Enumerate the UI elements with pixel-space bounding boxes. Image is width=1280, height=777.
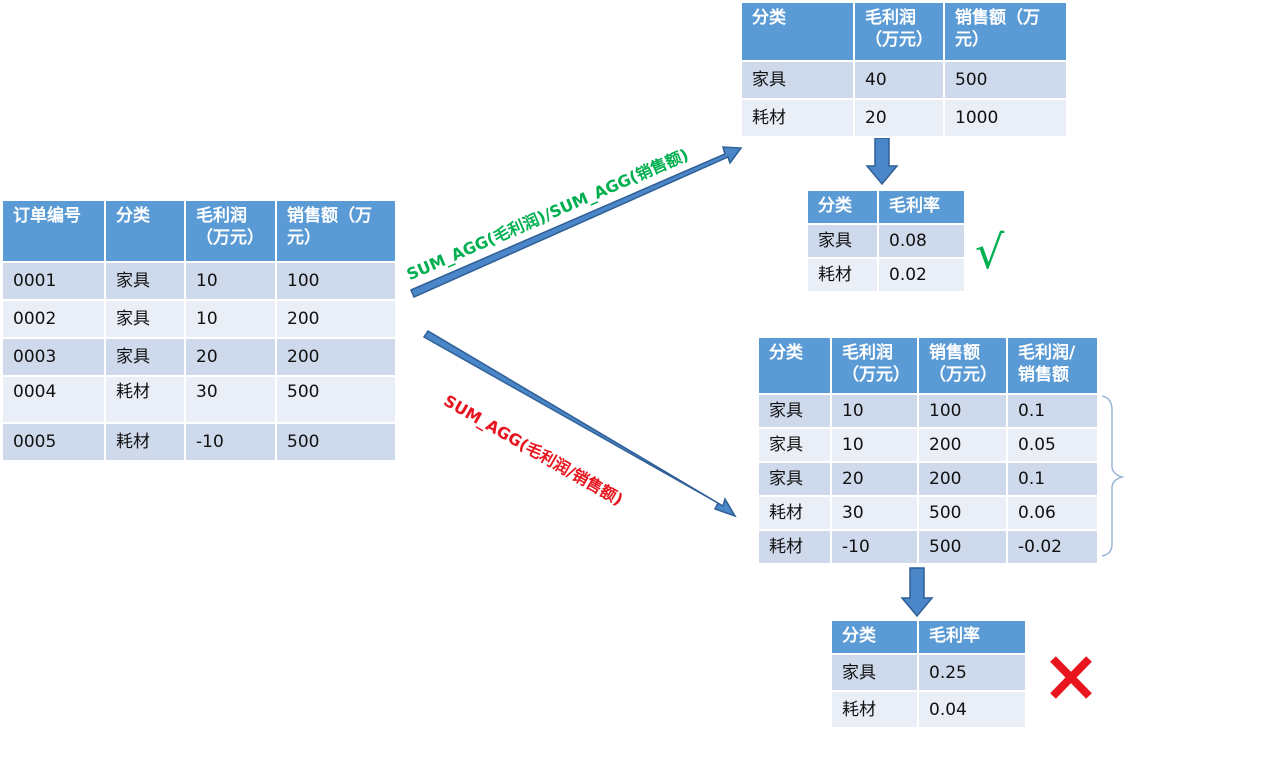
cell-gross-profit: 10 [830, 427, 919, 463]
arrow-down-to-wrong-result [900, 567, 934, 618]
cell-gross-profit: 20 [853, 98, 945, 138]
cell-order-id: 0005 [1, 422, 106, 462]
cell-gross-profit: 20 [830, 461, 919, 497]
arrow-to-sum-table [410, 146, 743, 298]
cell-category: 家具 [104, 261, 186, 301]
cell-sales: 200 [275, 337, 397, 377]
cell-category: 家具 [830, 653, 919, 692]
cell-category: 家具 [757, 461, 832, 497]
cell-category: 家具 [104, 299, 186, 339]
correct-result-table: 分类 毛利率 家具 0.08 耗材 0.02 [806, 189, 966, 293]
wrong-result-table: 分类 毛利率 家具 0.25 耗材 0.04 [830, 619, 1027, 729]
cell-category: 家具 [757, 393, 832, 429]
cell-order-id: 0001 [1, 261, 106, 301]
cell-gross-profit: 20 [184, 337, 277, 377]
cell-category: 耗材 [806, 257, 879, 293]
cell-category: 耗材 [104, 422, 186, 462]
source-table: 订单编号 分类 毛利润（万元） 销售额（万元） 0001 家具 10 100 0… [1, 199, 397, 462]
cell-sales: 500 [917, 529, 1008, 565]
table-row: 耗材 30 500 0.06 [757, 495, 1099, 531]
header-sales: 销售额（万元） [917, 336, 1008, 395]
cell-sales: 200 [275, 299, 397, 339]
cell-sales: 100 [275, 261, 397, 301]
cell-margin-rate: 0.25 [917, 653, 1027, 692]
header-sales: 销售额（万元） [943, 1, 1068, 62]
cross-mark-icon [1050, 656, 1092, 699]
cell-gross-profit: 30 [184, 375, 277, 424]
table-row: 家具 10 200 0.05 [757, 427, 1099, 463]
cell-ratio: 0.1 [1006, 461, 1099, 497]
table-row: 家具 0.08 [806, 223, 966, 259]
header-margin-rate: 毛利率 [917, 619, 1027, 655]
arrow-down-to-correct-result [865, 137, 899, 186]
cell-margin-rate: 0.02 [877, 257, 966, 293]
cell-gross-profit: 10 [830, 393, 919, 429]
cell-gross-profit: 10 [184, 261, 277, 301]
table-row: 耗材 -10 500 -0.02 [757, 529, 1099, 565]
cell-gross-profit: 40 [853, 60, 945, 100]
cell-order-id: 0003 [1, 337, 106, 377]
cell-category: 耗材 [757, 529, 832, 565]
table-row: 耗材 0.04 [830, 690, 1027, 729]
cell-ratio: 0.1 [1006, 393, 1099, 429]
cell-sales: 500 [275, 422, 397, 462]
cell-order-id: 0002 [1, 299, 106, 339]
cell-category: 耗材 [104, 375, 186, 424]
cell-gross-profit: -10 [830, 529, 919, 565]
table-row: 耗材 20 1000 [740, 98, 1068, 138]
header-category: 分类 [806, 189, 879, 225]
cell-gross-profit: -10 [184, 422, 277, 462]
cell-margin-rate: 0.08 [877, 223, 966, 259]
right-brace [1101, 395, 1125, 557]
cell-ratio: -0.02 [1006, 529, 1099, 565]
table-row: 家具 40 500 [740, 60, 1068, 100]
cell-sales: 500 [275, 375, 397, 424]
header-gross-profit: 毛利润（万元） [184, 199, 277, 263]
cell-category: 耗材 [830, 690, 919, 729]
table-row: 家具 0.25 [830, 653, 1027, 692]
header-category: 分类 [740, 1, 855, 62]
table-row: 0003 家具 20 200 [1, 337, 397, 377]
cell-category: 耗材 [757, 495, 832, 531]
check-mark-icon: √ [975, 225, 1005, 279]
cell-sales: 100 [917, 393, 1008, 429]
cell-sales: 500 [917, 495, 1008, 531]
header-gross-profit: 毛利润（万元） [830, 336, 919, 395]
header-ratio: 毛利润/销售额 [1006, 336, 1099, 395]
sum-table: 分类 毛利润（万元） 销售额（万元） 家具 40 500 耗材 20 1000 [740, 1, 1068, 138]
header-category: 分类 [757, 336, 832, 395]
cell-sales: 200 [917, 427, 1008, 463]
table-row: 0004 耗材 30 500 [1, 375, 397, 424]
header-sales: 销售额（万元） [275, 199, 397, 263]
table-row: 家具 10 100 0.1 [757, 393, 1099, 429]
header-category: 分类 [104, 199, 186, 263]
cell-gross-profit: 10 [184, 299, 277, 339]
cell-sales: 200 [917, 461, 1008, 497]
row-ratio-table: 分类 毛利润（万元） 销售额（万元） 毛利润/销售额 家具 10 100 0.1… [757, 336, 1099, 565]
cell-margin-rate: 0.04 [917, 690, 1027, 729]
cell-ratio: 0.06 [1006, 495, 1099, 531]
cell-gross-profit: 30 [830, 495, 919, 531]
table-row: 0001 家具 10 100 [1, 261, 397, 301]
cell-order-id: 0004 [1, 375, 106, 424]
table-row: 耗材 0.02 [806, 257, 966, 293]
cell-sales: 1000 [943, 98, 1068, 138]
header-margin-rate: 毛利率 [877, 189, 966, 225]
header-gross-profit: 毛利润（万元） [853, 1, 945, 62]
cell-category: 家具 [806, 223, 879, 259]
header-order-id: 订单编号 [1, 199, 106, 263]
table-row: 0005 耗材 -10 500 [1, 422, 397, 462]
cell-category: 家具 [104, 337, 186, 377]
arrow-to-row-ratio-table [422, 329, 737, 518]
cell-category: 耗材 [740, 98, 855, 138]
table-row: 家具 20 200 0.1 [757, 461, 1099, 497]
header-category: 分类 [830, 619, 919, 655]
cell-ratio: 0.05 [1006, 427, 1099, 463]
table-row: 0002 家具 10 200 [1, 299, 397, 339]
cell-category: 家具 [740, 60, 855, 100]
cell-category: 家具 [757, 427, 832, 463]
cell-sales: 500 [943, 60, 1068, 100]
